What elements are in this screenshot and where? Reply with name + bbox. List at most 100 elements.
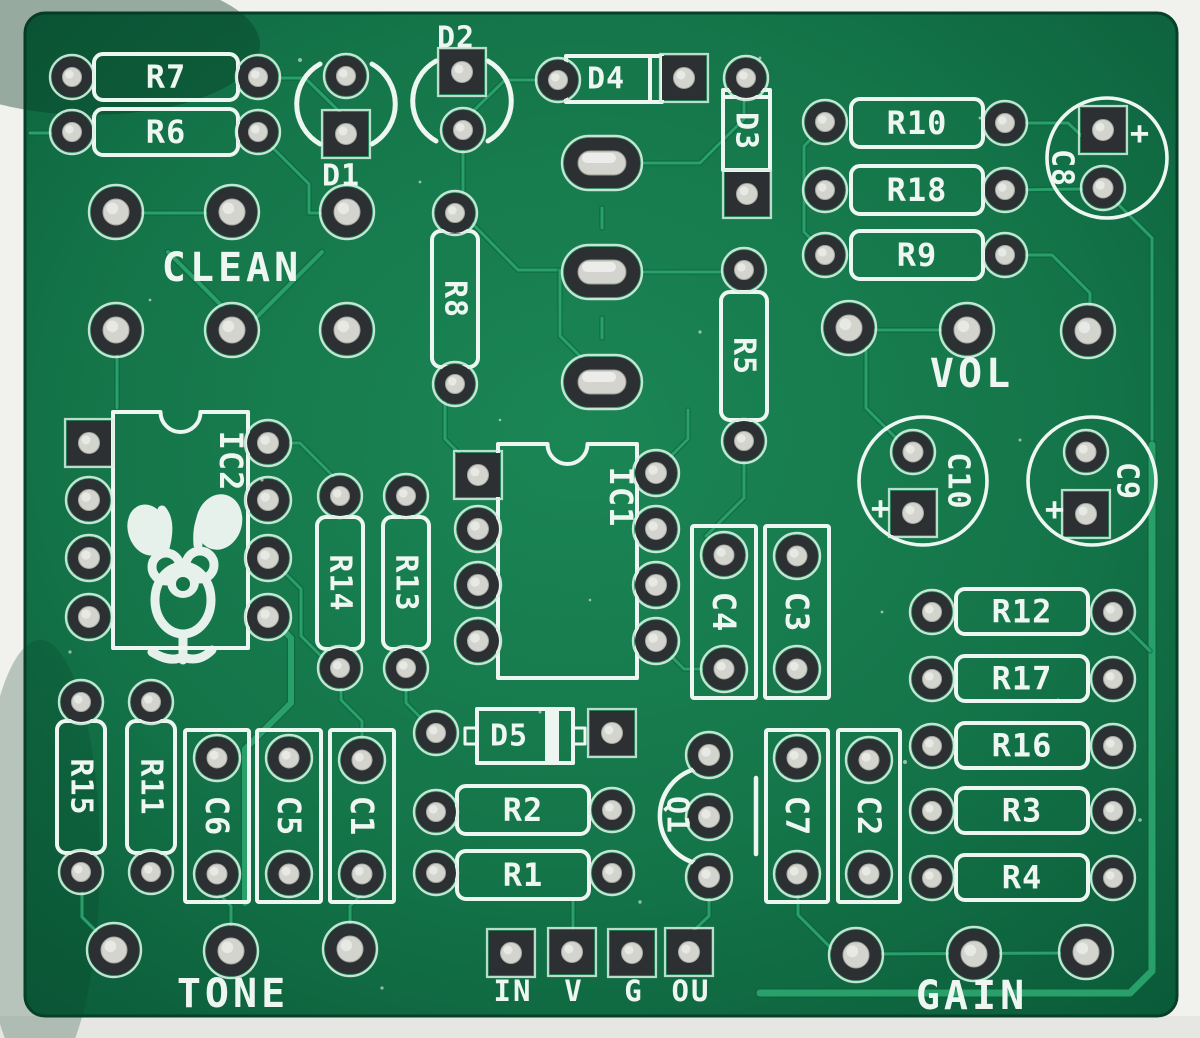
pad-hole-highlight	[1076, 942, 1089, 955]
pad-hole-highlight	[1106, 739, 1115, 748]
pad-hole-highlight	[964, 944, 977, 957]
pad-ic2-pin1	[63, 417, 115, 469]
pad-ic2	[243, 418, 293, 468]
silk-label-r13: R13	[389, 554, 424, 611]
pad-halo	[1062, 428, 1110, 476]
pad-c3	[772, 531, 822, 581]
pad-halo	[560, 134, 644, 192]
pad-header-in	[485, 927, 537, 979]
pad-hole-highlight	[503, 945, 513, 955]
copper-trace	[246, 250, 324, 328]
pad-r9	[801, 231, 849, 279]
pad-r12	[908, 588, 956, 636]
pad-r17	[908, 655, 956, 703]
pad-c6	[192, 849, 242, 899]
pad-ic2	[64, 592, 114, 642]
pad-halo	[588, 786, 636, 834]
capacitor-outline-c3	[763, 524, 831, 700]
pad-halo	[264, 733, 314, 783]
pad-halo	[827, 926, 885, 984]
pad-d4	[658, 52, 710, 104]
pad-halo	[452, 449, 504, 501]
capacitor-outline-c1	[328, 728, 396, 904]
silk-label-r11: R11	[134, 758, 169, 815]
silk-label-d2: D2	[437, 21, 475, 56]
pad-hole-highlight	[456, 123, 465, 132]
pad-hole-highlight	[648, 521, 658, 531]
pad-hole-highlight	[399, 661, 408, 670]
pad-c8	[1079, 164, 1127, 212]
pad-ic1	[631, 448, 681, 498]
pad-hole-highlight	[739, 71, 748, 80]
pad-halo	[588, 849, 636, 897]
pad-halo	[453, 560, 503, 610]
pad-c4	[699, 644, 749, 694]
pad-halo	[87, 183, 145, 241]
pad-halo	[203, 301, 261, 359]
pad-hole-highlight	[209, 750, 219, 760]
pad-c9	[1062, 428, 1110, 476]
pad-halo	[699, 644, 749, 694]
silk-label-in: IN	[494, 974, 533, 1008]
pad-hole-highlight	[81, 550, 91, 560]
pad-r13	[382, 472, 430, 520]
resistor-outline-r17	[954, 654, 1090, 703]
pad-halo	[684, 730, 734, 780]
pad-halo	[436, 46, 488, 98]
capacitor-outline-c6	[183, 728, 251, 904]
pad-d1	[320, 108, 372, 160]
pad-halo	[64, 592, 114, 642]
pad-hole-highlight	[1106, 605, 1115, 614]
pad-hole-highlight	[925, 605, 934, 614]
plus-mark-c10: +	[871, 489, 891, 527]
pad-c9-plus	[1060, 488, 1112, 540]
pad-d3	[722, 54, 770, 102]
pad-hole-highlight	[905, 444, 915, 454]
diode-arc-left-d1	[294, 61, 323, 147]
pad-halo	[801, 166, 849, 214]
pad-hole-highlight	[448, 377, 457, 386]
pad-halo	[631, 504, 681, 554]
pad-hole-highlight	[818, 115, 827, 124]
ic-outline-ic2	[111, 410, 250, 650]
pad-hole-highlight	[564, 944, 574, 954]
diode-lead-stub	[571, 726, 587, 746]
pad-r11	[127, 678, 175, 726]
pad-r18	[981, 166, 1029, 214]
pad-large	[321, 920, 379, 978]
pad-halo	[801, 98, 849, 146]
silk-label-v: V	[564, 974, 583, 1008]
pad-c5	[264, 733, 314, 783]
pad-header-ou	[663, 926, 715, 978]
pad-hole-highlight	[1106, 804, 1115, 813]
pad-halo	[243, 418, 293, 468]
pad-halo	[1089, 588, 1137, 636]
pad-halo	[631, 448, 681, 498]
ic-outline-ic1	[496, 442, 639, 680]
pad-halo	[1089, 854, 1137, 902]
pad-halo	[631, 560, 681, 610]
pad-hole-highlight	[681, 944, 691, 954]
silk-label-r5: R5	[727, 337, 762, 375]
dust-speck	[1018, 438, 1022, 442]
pad-large	[202, 922, 260, 980]
pad-r8	[431, 360, 479, 408]
pad-large	[85, 921, 143, 979]
pad-hole-highlight	[429, 866, 438, 875]
diode-arc-right-d2	[485, 58, 514, 144]
dust-speck	[148, 298, 152, 302]
pad-hole-highlight	[739, 186, 749, 196]
pad-halo	[981, 231, 1029, 279]
pad-halo	[938, 301, 996, 359]
pad-halo	[382, 644, 430, 692]
pad-halo	[772, 531, 822, 581]
pad-halo	[560, 353, 644, 411]
pad-c2	[844, 849, 894, 899]
pad-c10	[889, 428, 937, 476]
pad-hole-highlight	[222, 202, 235, 215]
dust-speck	[978, 116, 982, 120]
pad-ic1	[453, 560, 503, 610]
pad-halo	[658, 52, 710, 104]
pad-hole-highlight	[74, 865, 83, 874]
dust-speck	[538, 710, 542, 714]
